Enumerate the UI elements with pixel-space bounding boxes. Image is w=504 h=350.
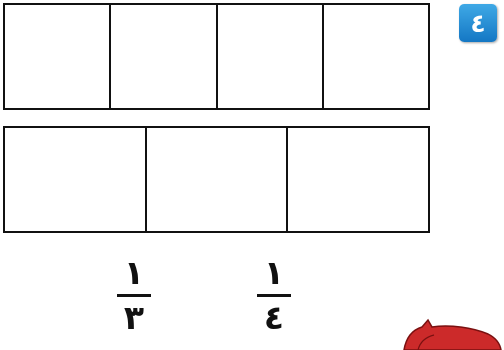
fraction-denominator: ٣ bbox=[124, 301, 144, 334]
strip-cell bbox=[5, 5, 109, 108]
fraction-bar bbox=[117, 294, 151, 297]
strip-cell bbox=[109, 5, 215, 108]
exercise-number: ٤ bbox=[470, 9, 485, 38]
strip-cell bbox=[145, 128, 287, 231]
exercise-number-badge: ٤ bbox=[459, 4, 497, 42]
fraction-strip-thirds bbox=[3, 126, 430, 233]
fraction-denominator: ٤ bbox=[264, 301, 284, 334]
mascot-illustration bbox=[400, 318, 504, 350]
fraction-bar bbox=[257, 294, 291, 297]
strip-cell bbox=[216, 5, 322, 108]
fraction-numerator: ١ bbox=[264, 256, 284, 289]
fraction-one-quarter: ١ ٤ bbox=[248, 256, 300, 334]
strip-cell bbox=[286, 128, 428, 231]
strip-cell bbox=[322, 5, 428, 108]
fraction-strip-fourths bbox=[3, 3, 430, 110]
strip-cell bbox=[5, 128, 145, 231]
fraction-numerator: ١ bbox=[124, 256, 144, 289]
fraction-one-third: ١ ٣ bbox=[108, 256, 160, 334]
